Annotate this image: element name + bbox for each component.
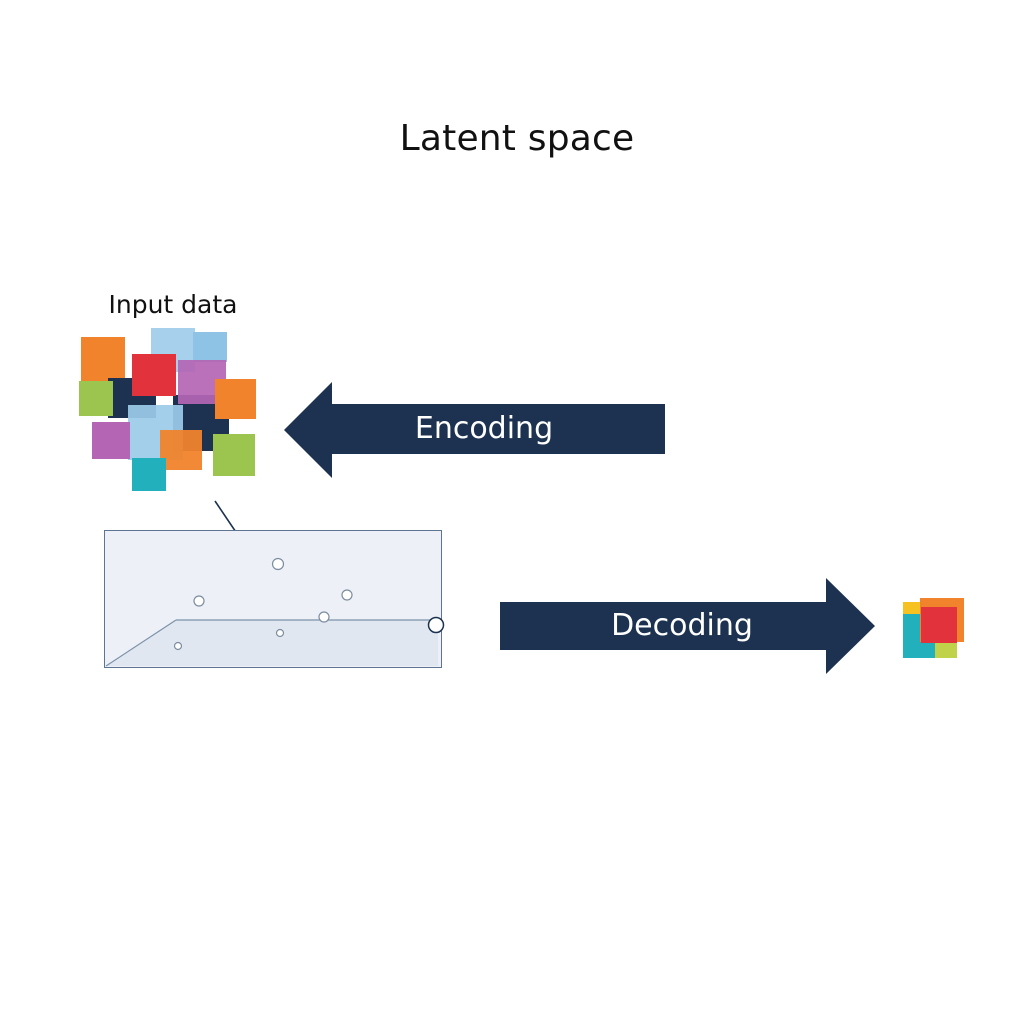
latent-point: [271, 557, 285, 571]
input-tile: [81, 337, 125, 381]
input-tile: [160, 430, 202, 470]
latent-point: [318, 611, 330, 623]
latent-point: [173, 641, 183, 651]
latent-point: [341, 589, 353, 601]
input-tile: [213, 434, 255, 476]
diagram-title: Latent space: [399, 118, 635, 159]
encoding-label: Encoding: [414, 411, 554, 446]
input-tile: [193, 332, 227, 362]
output-tile: [921, 607, 957, 643]
latent-point: [275, 628, 285, 638]
decoding-arrow: [500, 578, 875, 674]
decoding-label: Decoding: [611, 608, 753, 643]
input-tile: [215, 379, 256, 419]
decoding-arrow-shape: [500, 578, 875, 674]
input-tile: [79, 381, 113, 416]
encoding-arrow: [284, 382, 665, 478]
input-tile: [132, 354, 176, 396]
input-data-label: Input data: [108, 290, 238, 319]
latent-point: [427, 616, 445, 634]
latent-space-plane: [105, 557, 445, 667]
input-tile: [132, 458, 166, 491]
output-tile: [935, 640, 957, 658]
encoding-arrow-shape: [284, 382, 665, 478]
input-tile: [92, 422, 130, 459]
latent-point: [193, 595, 205, 607]
